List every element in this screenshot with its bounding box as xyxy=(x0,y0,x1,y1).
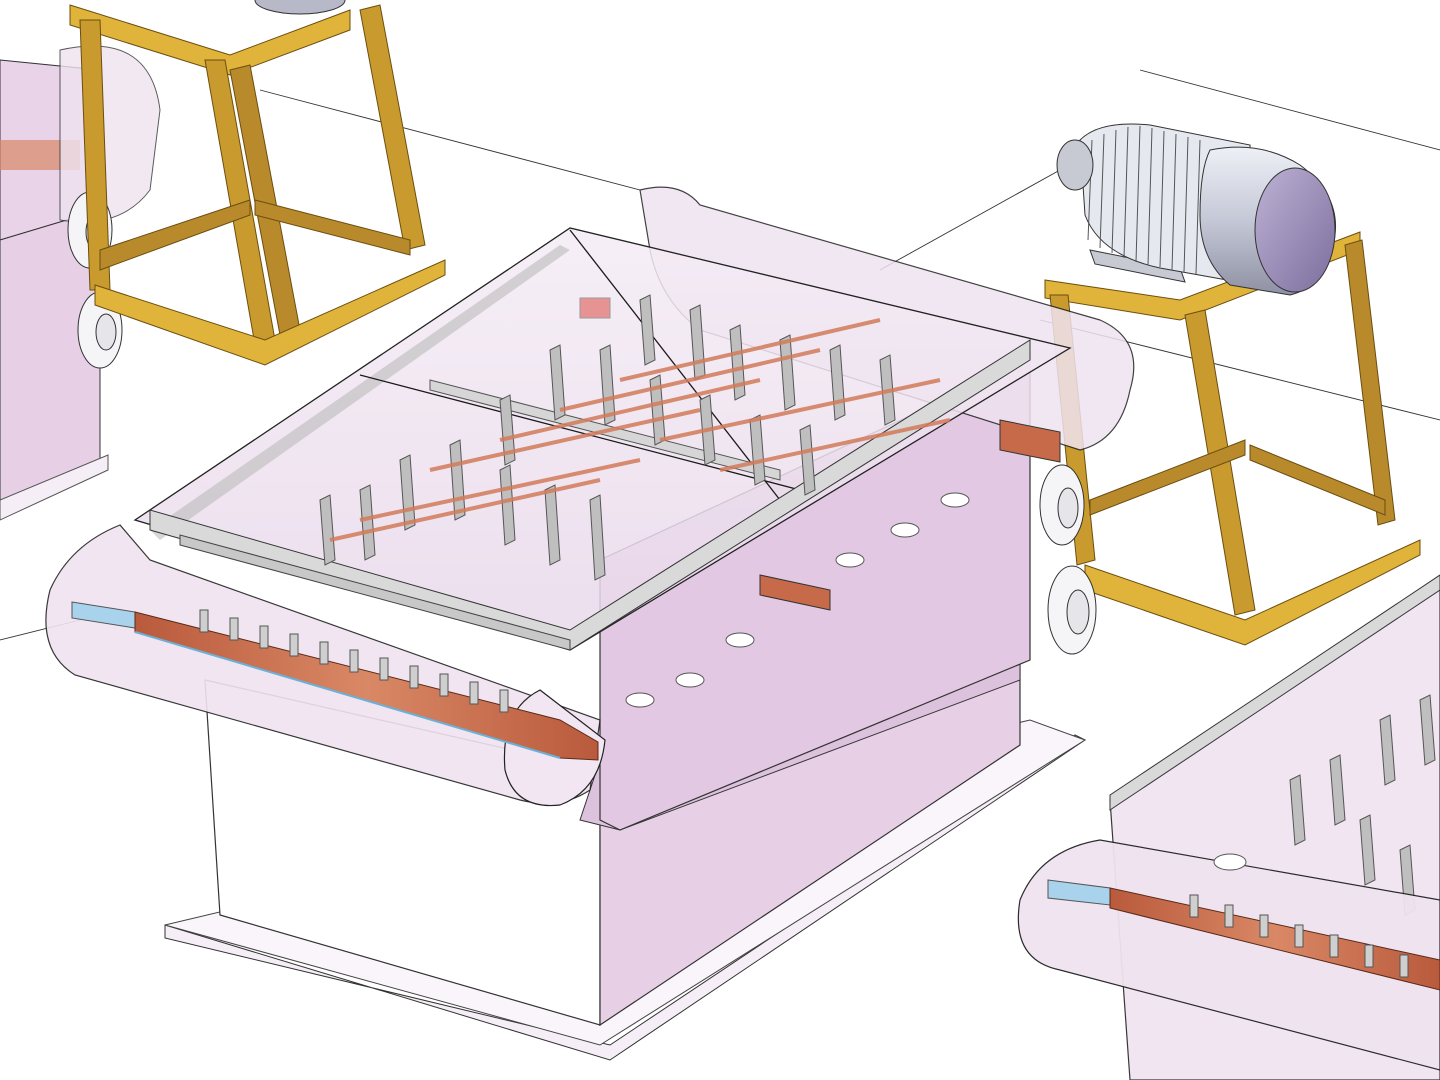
teeth-row xyxy=(199,609,509,713)
oval-holes xyxy=(625,492,970,708)
electric-motor xyxy=(1056,123,1337,296)
left-machine-partial xyxy=(0,45,161,521)
copper-rods xyxy=(329,318,951,542)
left-stand xyxy=(69,0,446,366)
rake-plates xyxy=(319,294,896,581)
cooling-fins xyxy=(1087,125,1201,275)
base-slab xyxy=(164,734,1086,1061)
brown-block xyxy=(759,574,831,611)
right-machine-partial xyxy=(1017,574,1440,1080)
main-machine xyxy=(45,186,1135,1061)
roller-front xyxy=(45,524,606,807)
red-block xyxy=(579,297,611,319)
